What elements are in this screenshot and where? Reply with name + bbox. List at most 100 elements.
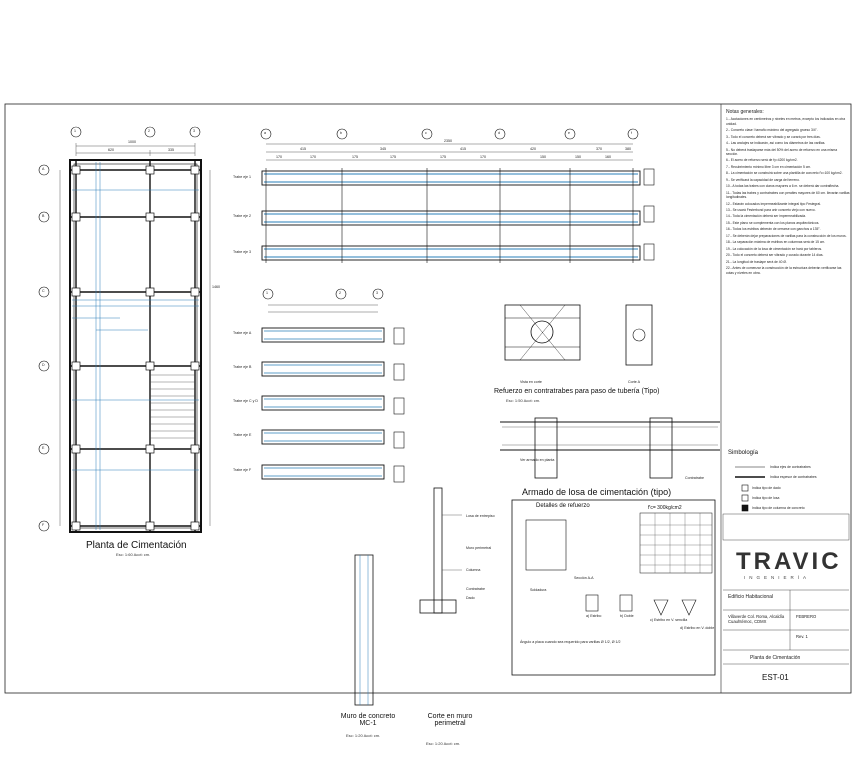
tb-ubicacion: Villaverde Col. Roma, Alcaldía Cuauhtémo… <box>728 614 785 624</box>
plan-axis-C: C <box>42 289 45 293</box>
beam-row-2 <box>261 210 641 226</box>
stirrup-d: d) Estribo en V. doble <box>680 626 715 630</box>
rebar-seccion: Sección A-A <box>574 576 594 580</box>
legend-item-ejes: Indica ejes de contratrabes <box>770 465 811 469</box>
elev-dim-total: 2350 <box>444 139 452 143</box>
plan-axis-A: A <box>42 167 45 171</box>
plan-contratrabes-h <box>70 169 201 527</box>
contratrabes-longitudinal <box>260 128 655 263</box>
note-item: 22.- Antes de comenzar la construcción d… <box>726 266 842 275</box>
pipe-detail-title: Refuerzo en contratrabes para paso de tu… <box>494 388 660 395</box>
note-item: 19.- La colocación de la losa de cimenta… <box>726 246 823 251</box>
transv-label-CD: Trabe eje C y D <box>233 399 259 403</box>
perimeter-wall-section <box>419 487 462 614</box>
note-item: 8.- La cimentación se construirá sobre u… <box>726 171 843 176</box>
elev-axis-f: f <box>631 131 632 135</box>
rebar-details-box <box>511 499 716 676</box>
elev-dims <box>266 143 633 161</box>
perimeter-section-title: Corte en muro perimetral <box>427 713 473 727</box>
note-item: 14.- Toda la cimentación deberá ser impe… <box>726 214 807 219</box>
slab-detail-title: Armado de losa de cimentación (tipo) <box>522 487 672 497</box>
slab-outline <box>69 159 202 533</box>
pipe-detail-scale: Esc: 1:50 Acot: cm. <box>506 398 541 403</box>
transv-dims <box>268 304 378 313</box>
elev-axis-c: c <box>425 131 427 135</box>
note-item: 7.- Recubrimiento mínimo libre 3 cm en c… <box>726 164 812 169</box>
perimeter-label-dado: Dado <box>466 596 475 600</box>
slab-contratrabe: Contratrabe <box>685 476 704 480</box>
perimeter-label-losa: Losa de entrepiso <box>466 514 495 518</box>
pipe-corte-label: Corte A <box>628 380 640 384</box>
stirrup-sketches <box>525 519 697 616</box>
plan-axis-B: B <box>42 214 45 218</box>
beam-label-eje-1: Trabe eje 1 <box>233 175 252 179</box>
contratrabes-transversal <box>261 288 405 483</box>
elev-dim-4: 420 <box>530 147 536 151</box>
note-item: 4.- Las anclajes se indicarán, así como … <box>726 141 826 146</box>
general-notes-title: Notas generales: <box>726 109 764 115</box>
elev-axis-d: d <box>498 131 500 135</box>
note-item: 13.- Se usará Festerbond para unir concr… <box>726 208 816 212</box>
brand-logo: TRAVIC <box>736 548 842 575</box>
plan-dados <box>71 165 200 531</box>
transv-axis-3: 3 <box>376 291 378 295</box>
legend-title: Simbología <box>728 450 759 456</box>
tb-plano: Planta de Cimentación <box>750 655 801 661</box>
elev-subdim-8: 150 <box>575 155 581 159</box>
perimeter-label-muro: Muro perimetral <box>466 546 492 550</box>
stirrup-b: b) Doble <box>620 614 634 618</box>
plan-axis-numbers <box>70 126 201 138</box>
pipe-vista-label: Vista en corte <box>520 380 542 384</box>
plan-axis-E: E <box>42 446 45 450</box>
slab-ver-armado: Ver armado en planta <box>520 458 555 462</box>
plan-axis-D: D <box>42 363 45 367</box>
transv-axis-bubbles <box>262 288 384 300</box>
foundation-plan <box>38 126 211 533</box>
note-item: 1.- Acotaciones en centímetros y niveles… <box>726 117 846 126</box>
plan-side-dim: 1460 <box>212 285 220 289</box>
rebar-details-title: Detalles de refuerzo <box>536 503 590 509</box>
stirrup-a: a) Estribo <box>586 614 602 618</box>
pipe-reinforcement-detail <box>504 304 653 366</box>
plan-dim-total: 1000 <box>128 140 136 144</box>
legend-item-columna: Indica tipo de columna de concreto <box>752 506 805 510</box>
transv-label-F: Trabe eje F <box>233 468 252 472</box>
transv-label-A: Trabe eje A <box>233 331 252 335</box>
slab-reinforcement-detail <box>500 417 720 479</box>
wall-mc1-title: Muro de concreto MC-1 <box>340 713 396 727</box>
tb-revision: Rev. 1 <box>796 634 808 639</box>
elev-axis-e: e <box>568 131 570 135</box>
note-item: 3.- Todo el concreto deberá ser vibrado … <box>726 134 821 139</box>
elev-dim-1: 415 <box>300 147 306 151</box>
rebar-soldadura: Soldadura <box>530 588 547 592</box>
elev-subdim-2: 170 <box>310 155 316 159</box>
elev-axis-b: b <box>340 131 342 135</box>
elev-subdim-6: 170 <box>480 155 486 159</box>
brand-subtitle: INGENIERÍA <box>744 575 811 580</box>
plan-dimensions <box>59 143 211 526</box>
elev-subdim-9: 160 <box>605 155 611 159</box>
beam-row-3 <box>261 245 641 261</box>
beam-sections-transv <box>393 327 405 483</box>
note-item: 16.- Todos los estribos deberán de cerra… <box>726 227 821 232</box>
elev-subdim-3: 175 <box>352 155 358 159</box>
plan-dim-part-1: 620 <box>108 148 114 152</box>
beam-supports <box>265 168 634 263</box>
elev-subdim-1: 170 <box>276 155 282 159</box>
transv-rebar <box>264 330 382 477</box>
beam-sections-long <box>643 168 655 261</box>
sheet-border <box>4 103 852 694</box>
general-notes: Notas generales: 1.- Acotaciones en cent… <box>726 109 850 277</box>
elev-dim-3: 415 <box>460 147 466 151</box>
note-item: 12.- Estarán colocados impermeabilizante… <box>726 201 821 206</box>
tb-clave: EST-01 <box>762 673 789 682</box>
stirrup-c: c) Estribo en V. sencilla <box>650 618 688 622</box>
elev-subdim-7: 150 <box>540 155 546 159</box>
elev-dim-5: 370 <box>596 147 602 151</box>
transv-axis-1: 1 <box>266 291 268 295</box>
note-item: 9.- Se verificará la capacidad de carga … <box>726 177 800 182</box>
legend-symbols <box>735 466 765 512</box>
transv-axis-2: 2 <box>339 291 341 295</box>
rebar-table-grid <box>640 513 712 573</box>
